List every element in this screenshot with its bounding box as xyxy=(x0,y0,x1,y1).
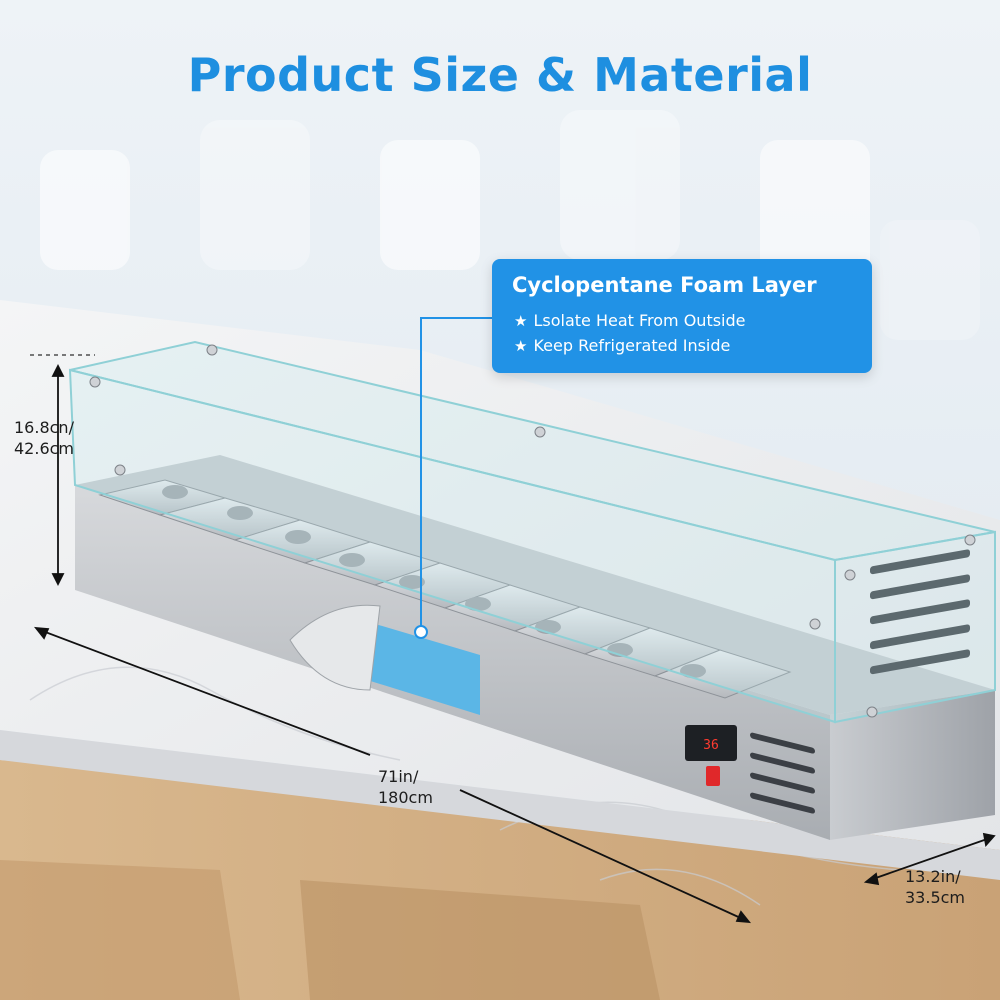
pan-9 xyxy=(653,649,792,699)
side-vent-grille xyxy=(870,549,970,675)
base-top xyxy=(75,455,995,715)
glass-clamps xyxy=(89,344,976,718)
height-imperial: 16.8cn/ xyxy=(14,418,74,437)
height-dimension-label: 16.8cn/ 42.6cm xyxy=(14,417,74,459)
counter-edge xyxy=(0,730,1000,880)
dimension-depth-line xyxy=(863,832,996,886)
callout-anchor-dot xyxy=(414,625,428,639)
star-icon: ★ xyxy=(514,311,528,330)
foam-layer-callout: Cyclopentane Foam Layer ★ Lsolate Heat F… xyxy=(492,259,872,373)
depth-imperial: 13.2in/ xyxy=(905,867,961,886)
length-metric: 180cm xyxy=(378,788,433,807)
callout-bullet: ★ Keep Refrigerated Inside xyxy=(514,336,730,355)
depth-metric: 33.5cm xyxy=(905,888,966,907)
length-dimension-label: 71in/ 180cm xyxy=(378,766,433,808)
depth-dimension-label: 13.2in/ 33.5cm xyxy=(905,866,965,908)
callout-leader-line xyxy=(420,317,492,630)
page-title: Product Size & Material xyxy=(187,48,813,102)
cutaway-edge xyxy=(289,604,381,691)
front-vent-grille xyxy=(750,732,815,814)
dimension-length-line xyxy=(33,626,752,924)
callout-bullet-text: Keep Refrigerated Inside xyxy=(533,336,731,355)
callout-bullet-text: Lsolate Heat From Outside xyxy=(533,311,746,330)
height-metric: 42.6cm xyxy=(14,439,75,458)
dimension-height-line xyxy=(30,354,95,587)
power-switch[interactable] xyxy=(706,766,720,786)
food-pans xyxy=(98,479,792,699)
glass-sneeze-guard xyxy=(68,340,996,724)
thermostat-display xyxy=(685,725,737,761)
callout-bullet: ★ Lsolate Heat From Outside xyxy=(514,311,746,330)
star-icon: ★ xyxy=(514,336,528,355)
temperature-readout: 36 xyxy=(703,738,719,753)
base-side xyxy=(830,690,995,840)
control-panel: 36 xyxy=(685,725,737,786)
callout-title: Cyclopentane Foam Layer xyxy=(512,273,817,297)
blurred-chairs xyxy=(40,110,980,340)
length-imperial: 71in/ xyxy=(378,767,419,786)
glass-side xyxy=(834,530,996,724)
